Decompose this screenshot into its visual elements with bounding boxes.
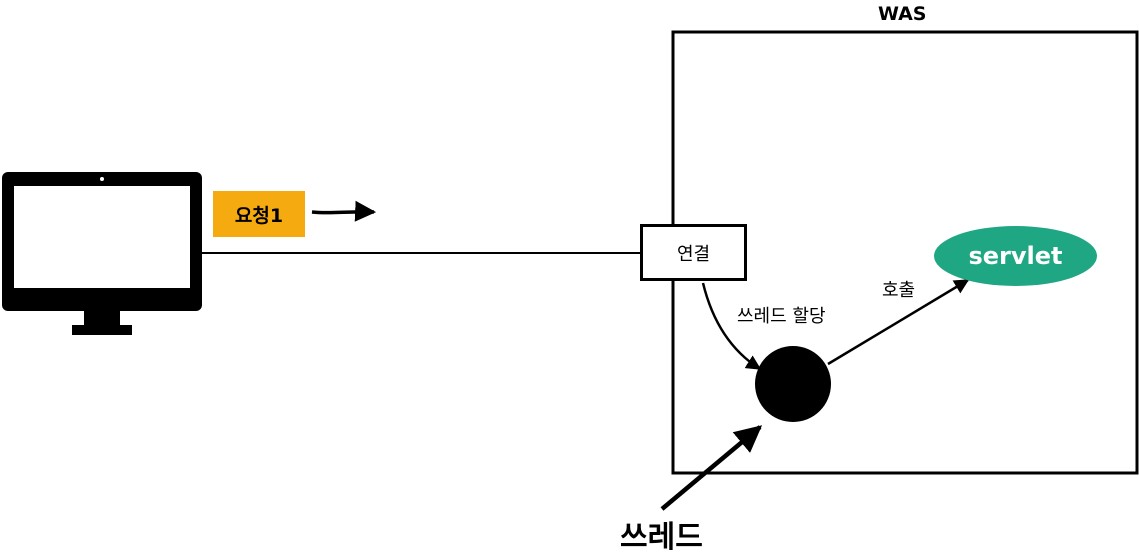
request-arrow	[311, 200, 377, 222]
assign-thread-label: 쓰레드 할당	[737, 306, 826, 327]
connection-box: 연결	[640, 224, 747, 281]
thread-label: 쓰레드	[620, 520, 703, 555]
call-arrow	[827, 278, 970, 366]
servlet-node: servlet	[934, 226, 1097, 286]
request-label: 요청1	[234, 204, 284, 227]
call-label: 호출	[882, 280, 916, 301]
request-badge: 요청1	[213, 191, 305, 237]
desktop-monitor-icon	[2, 172, 202, 335]
assign-thread-arrow	[701, 282, 762, 371]
was-title: WAS	[878, 3, 927, 25]
connection-label: 연결	[676, 243, 711, 265]
thread-pointer-arrow	[660, 425, 763, 511]
thread-node	[755, 346, 831, 422]
servlet-label: servlet	[968, 242, 1063, 270]
